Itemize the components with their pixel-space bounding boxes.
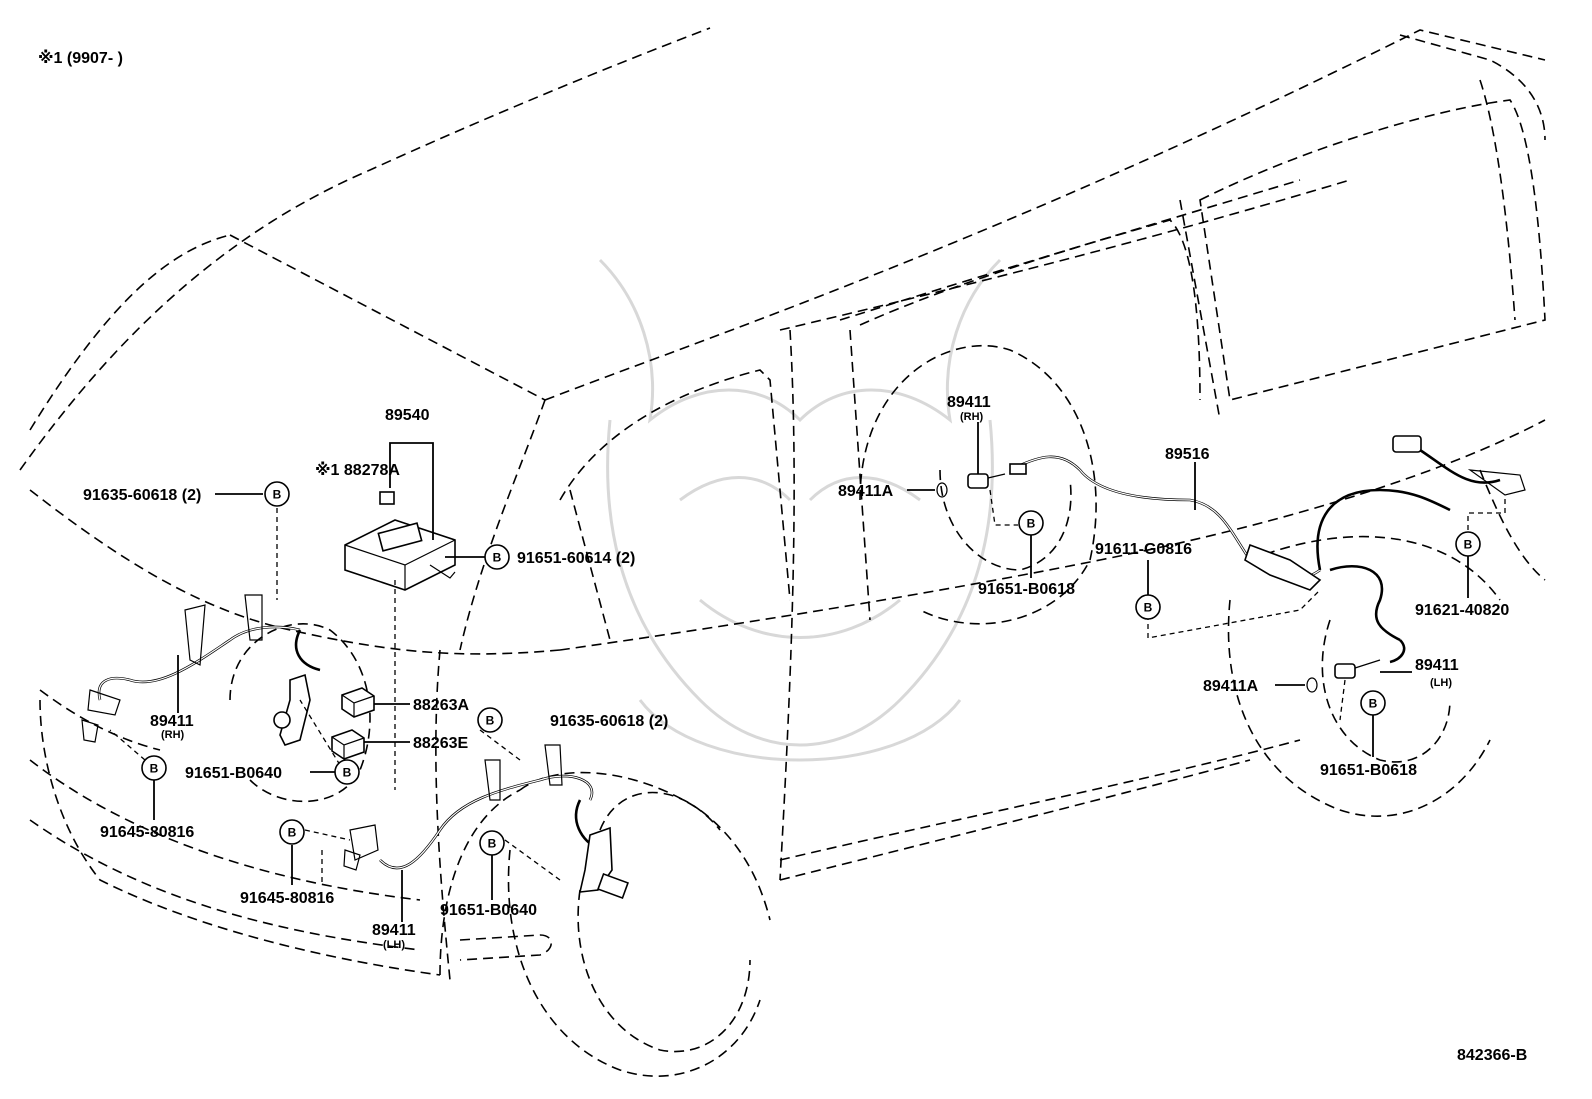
rear-rh-speed-sensor	[967, 473, 1006, 489]
label-89411-fr-lh: 89411	[372, 922, 416, 939]
label-88263a: 88263A	[413, 697, 469, 714]
marker-b-ecu-top: B	[264, 481, 290, 507]
svg-text:B: B	[1144, 601, 1153, 615]
label-88263e: 88263E	[413, 735, 468, 752]
part-labels: ※1 (9907- ) 89540 ※1 88278A 91635-60618 …	[38, 49, 1527, 1064]
label-89411-rr-rh-side: (RH)	[960, 411, 984, 423]
label-89411a-lh: 89411A	[1203, 678, 1259, 695]
marker-b-front-rh-lower: B	[141, 755, 167, 781]
label-91651-b0618-rh: 91651-B0618	[978, 581, 1075, 598]
label-91635-ecu: 91635-60618 (2)	[83, 487, 201, 504]
front-rh-sensor-harness	[81, 594, 321, 746]
label-91651-b0640-lh: 91651-B0640	[440, 902, 537, 919]
label-89411-rr-rh: 89411	[947, 394, 991, 411]
svg-text:B: B	[486, 714, 495, 728]
svg-text:B: B	[343, 766, 352, 780]
svg-text:B: B	[488, 837, 497, 851]
diagram-code: 842366-B	[1457, 1047, 1527, 1064]
label-89516: 89516	[1165, 446, 1210, 463]
header-note: ※1 (9907- )	[38, 49, 123, 67]
svg-text:B: B	[1464, 538, 1473, 552]
leader-lines	[109, 422, 1506, 922]
marker-b-rear-lh: B	[1360, 690, 1386, 716]
front-lh-sensor-harness	[343, 744, 629, 899]
marker-b-front-lh-a: B	[279, 819, 305, 845]
marker-b-front-rh-hub: B	[334, 759, 360, 785]
marker-b-relay: B	[477, 707, 503, 733]
rear-harness-89516	[1009, 435, 1526, 642]
svg-text:B: B	[1369, 697, 1378, 711]
label-88278a: ※1 88278A	[315, 461, 400, 479]
label-89411-fr-rh: 89411	[150, 713, 194, 730]
marker-b-rear-rh: B	[1018, 510, 1044, 536]
svg-text:B: B	[150, 762, 159, 776]
label-91645-80816-rh: 91645-80816	[100, 824, 194, 841]
label-91611-g0816: 91611-G0816	[1095, 541, 1192, 558]
svg-text:B: B	[1027, 517, 1036, 531]
label-89411-rr-lh: 89411	[1415, 657, 1459, 674]
rear-lh-speed-sensor	[1334, 639, 1406, 679]
label-89411-fr-lh-side: (LH)	[383, 939, 405, 951]
marker-b-harness-rear: B	[1455, 531, 1481, 557]
label-89411-fr-rh-side: (RH)	[161, 729, 185, 741]
marker-b-front-lh-b: B	[479, 830, 505, 856]
label-91645-80816-lh: 91645-80816	[240, 890, 334, 907]
marker-b-harness: B	[1135, 594, 1161, 620]
label-91621-40820: 91621-40820	[1415, 602, 1509, 619]
label-91651-b0618-lh: 91651-B0618	[1320, 762, 1417, 779]
abs-ecu-unit	[344, 491, 456, 591]
relay-88263a	[341, 687, 375, 718]
label-89540: 89540	[385, 407, 430, 424]
label-91651-60614: 91651-60614 (2)	[517, 550, 635, 567]
label-91635-relay: 91635-60618 (2)	[550, 713, 668, 730]
front-body-lines	[39, 689, 553, 961]
label-89411-rr-lh-side: (LH)	[1430, 677, 1452, 689]
watermark-emblem	[598, 258, 1002, 762]
marker-b-ecu-side: B	[484, 544, 510, 570]
relay-88263e	[331, 729, 365, 760]
vehicle-outline	[19, 27, 1546, 1077]
label-91651-b0640-rh: 91651-B0640	[185, 765, 282, 782]
svg-text:B: B	[273, 488, 282, 502]
svg-text:B: B	[493, 551, 502, 565]
label-89411a-rh: 89411A	[838, 483, 894, 500]
svg-text:B: B	[288, 826, 297, 840]
